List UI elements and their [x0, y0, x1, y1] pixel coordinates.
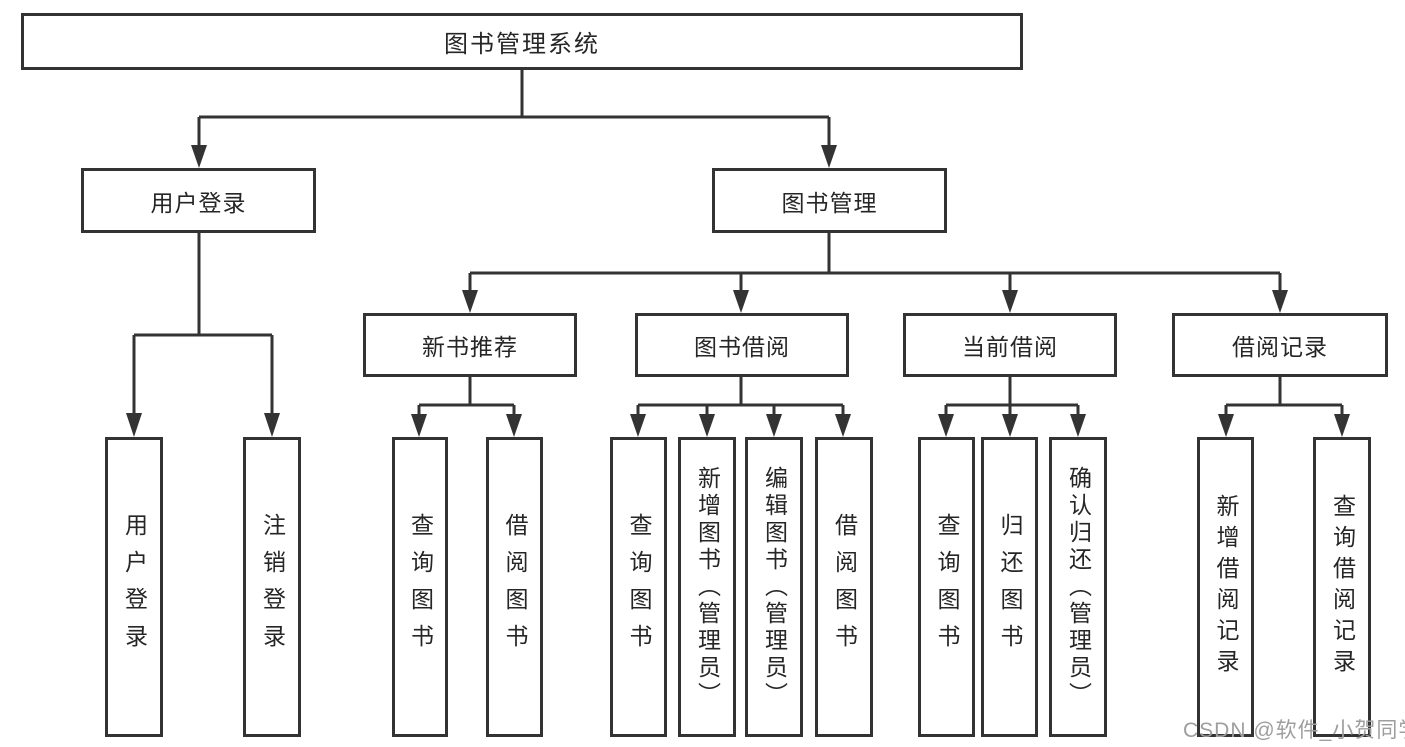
leaf-edit-book-admin: 编辑图书（管理员）	[745, 437, 803, 737]
node-current-borrow: 当前借阅	[903, 313, 1117, 377]
node-borrow-records-label: 借阅记录	[1232, 334, 1328, 360]
node-book-management: 图书管理	[712, 168, 947, 233]
node-user-login-label: 用户登录	[150, 189, 247, 216]
node-book-management-label: 图书管理	[781, 189, 878, 216]
leaf-query-book-3-label: 查询图书	[934, 513, 960, 661]
leaf-borrow-book-2: 借阅图书	[815, 437, 873, 737]
node-root-label: 图书管理系统	[444, 31, 600, 58]
node-borrow-records: 借阅记录	[1172, 313, 1388, 377]
node-user-login: 用户登录	[81, 168, 316, 233]
leaf-logout-label: 注销登录	[259, 513, 286, 661]
node-book-borrow: 图书借阅	[635, 313, 849, 377]
leaf-borrow-book-2-label: 借阅图书	[831, 513, 858, 661]
node-book-borrow-label: 图书借阅	[694, 334, 790, 360]
leaf-query-book-2-label: 查询图书	[626, 513, 652, 661]
leaf-query-book-3: 查询图书	[918, 437, 975, 737]
leaf-edit-book-admin-label: 编辑图书（管理员）	[761, 465, 788, 709]
node-new-book-recommend: 新书推荐	[363, 313, 577, 377]
leaf-query-book-1: 查询图书	[392, 437, 448, 737]
leaf-confirm-return-admin-label: 确认归还（管理员）	[1065, 465, 1092, 709]
arrowheads	[126, 145, 1350, 437]
leaf-borrow-book-1-label: 借阅图书	[502, 513, 528, 661]
leaf-confirm-return-admin: 确认归还（管理员）	[1049, 437, 1107, 737]
node-root: 图书管理系统	[21, 13, 1023, 70]
leaf-query-borrow-record: 查询借阅记录	[1313, 437, 1371, 737]
leaf-borrow-book-1: 借阅图书	[486, 437, 543, 737]
node-new-book-recommend-label: 新书推荐	[422, 334, 518, 360]
leaf-add-borrow-record-label: 新增借阅记录	[1213, 494, 1239, 680]
leaf-add-borrow-record: 新增借阅记录	[1197, 437, 1254, 737]
csdn-watermark: CSDN @软件_小贺同学	[1183, 719, 1405, 742]
leaf-return-book-label: 归还图书	[997, 513, 1023, 661]
leaf-query-borrow-record-label: 查询借阅记录	[1329, 494, 1356, 680]
leaf-query-book-1-label: 查询图书	[407, 513, 434, 661]
leaf-logout: 注销登录	[243, 437, 301, 737]
leaf-user-login-label: 用户登录	[121, 513, 148, 661]
leaf-query-book-2: 查询图书	[610, 437, 667, 737]
leaf-return-book: 归还图书	[981, 437, 1038, 737]
leaf-add-book-admin-label: 新增图书（管理员）	[694, 465, 721, 709]
leaf-user-login: 用户登录	[105, 437, 163, 737]
node-current-borrow-label: 当前借阅	[962, 334, 1058, 360]
leaf-add-book-admin: 新增图书（管理员）	[678, 437, 736, 737]
